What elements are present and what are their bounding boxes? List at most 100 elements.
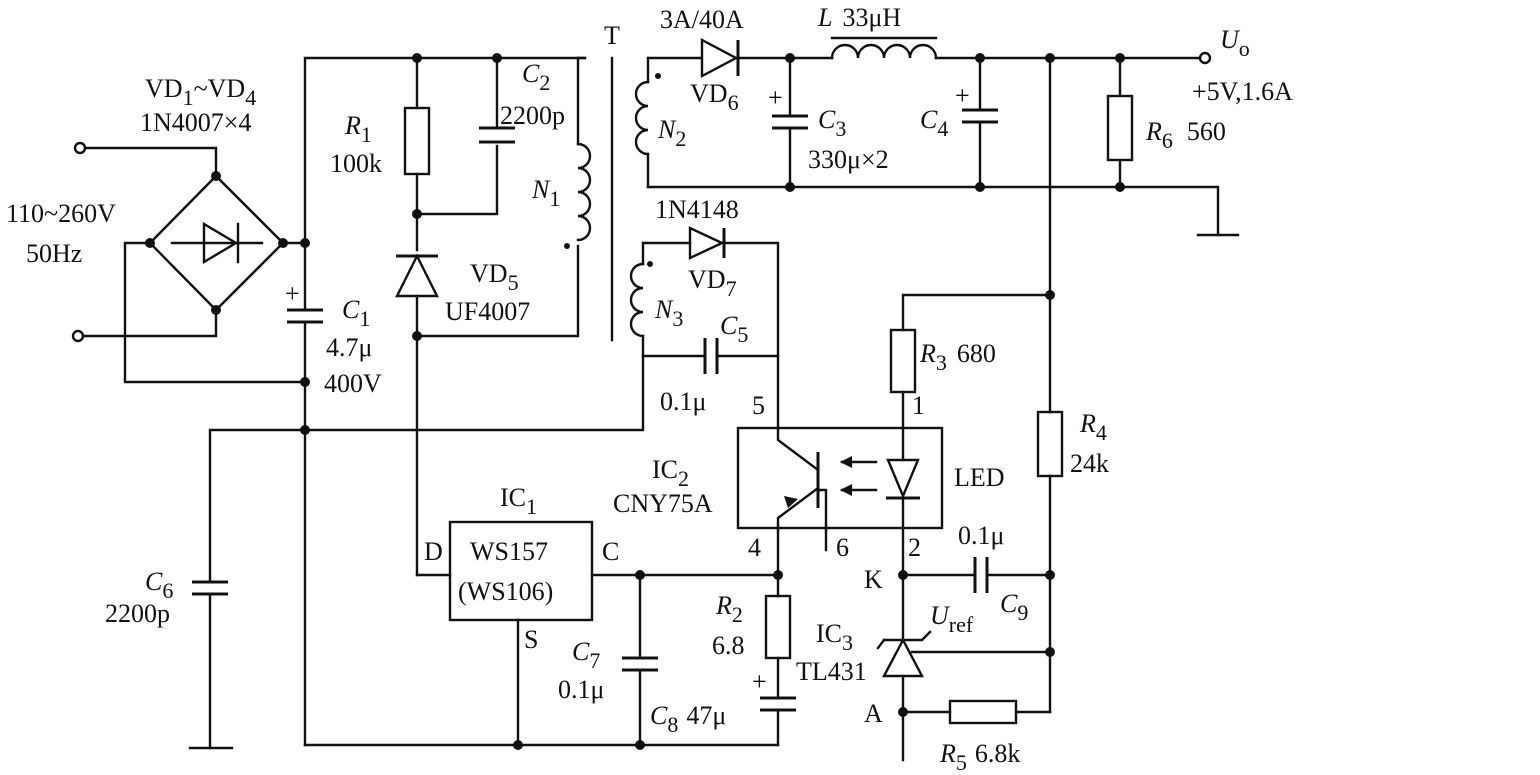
svg-text:Uo: Uo bbox=[1220, 25, 1250, 61]
svg-text:N1: N1 bbox=[531, 175, 560, 211]
r1-value: 100k bbox=[330, 149, 382, 178]
hv-rail: + C1 4.7μ 400V bbox=[285, 53, 587, 747]
svg-text:N3: N3 bbox=[654, 295, 683, 331]
ic1: IC1 WS157 (WS106) D C S bbox=[303, 483, 783, 750]
r6-resistor bbox=[1106, 94, 1134, 162]
c7-ref-sub: 7 bbox=[589, 648, 600, 673]
r1-ref: R bbox=[344, 111, 361, 140]
output-ref: U bbox=[1220, 25, 1241, 54]
ic1-ref-sub: 1 bbox=[526, 494, 537, 519]
c6-ref-sub: 6 bbox=[162, 578, 173, 603]
svg-text:R56.8k: R56.8k bbox=[939, 739, 1020, 775]
svg-text:VD7: VD7 bbox=[688, 265, 737, 301]
output-spec: +5V,1.6A bbox=[1192, 77, 1293, 106]
c2-value: 2200p bbox=[500, 101, 565, 130]
vd6-ref: VD bbox=[690, 79, 728, 108]
c8-plus: + bbox=[752, 667, 767, 696]
vd5-diode-symbol bbox=[395, 253, 439, 298]
svg-text:C2: C2 bbox=[522, 59, 550, 95]
r3-resistor bbox=[889, 328, 917, 394]
ic1-body bbox=[448, 520, 594, 622]
ic2-optocoupler: 5 1 4 6 2 LED IC2 CNY75A bbox=[613, 391, 1005, 577]
svg-text:C4: C4 bbox=[920, 105, 948, 141]
vd5-part: UF4007 bbox=[445, 297, 530, 326]
input-terminal-1[interactable] bbox=[73, 141, 87, 155]
svg-text:R2: R2 bbox=[715, 591, 743, 627]
c1-voltage: 400V bbox=[324, 369, 382, 398]
bridge-tilde: ~VD bbox=[194, 74, 246, 103]
inductor-coil bbox=[830, 43, 938, 60]
c7-group: C7 0.1μ bbox=[558, 573, 658, 747]
r4-resistor bbox=[1036, 410, 1064, 478]
ic2-pin2: 2 bbox=[908, 533, 921, 562]
c2-ref-sub: 2 bbox=[539, 70, 550, 95]
n3-winding bbox=[629, 262, 645, 338]
c4-plus: + bbox=[955, 81, 970, 110]
vd7-ref: VD bbox=[688, 265, 726, 294]
c7-ref: C bbox=[572, 637, 590, 666]
r4-ref: R bbox=[1079, 409, 1096, 438]
bridge-ref: VD bbox=[145, 74, 183, 103]
tl431-symbol bbox=[882, 637, 924, 678]
ic2-pin6: 6 bbox=[836, 533, 849, 562]
ic3-ref-sub: 3 bbox=[842, 630, 853, 655]
uref-ref-sub: ref bbox=[949, 612, 974, 637]
ic1-alt: (WS106) bbox=[458, 577, 553, 606]
bridge-part-label: 1N4007×4 bbox=[140, 108, 251, 137]
inductor-value: 33μH bbox=[842, 3, 901, 32]
c6-group: C6 2200p bbox=[105, 428, 307, 750]
c5-value: 0.1μ bbox=[660, 387, 706, 416]
vd7-ref-sub: 7 bbox=[726, 276, 737, 301]
r3-value: 680 bbox=[957, 339, 996, 368]
vd5-ref: VD bbox=[470, 259, 508, 288]
input-terminal-2[interactable] bbox=[71, 329, 85, 343]
transformer-ref: T bbox=[604, 21, 620, 50]
c7-value: 0.1μ bbox=[558, 675, 604, 704]
output-terminal[interactable] bbox=[1198, 51, 1212, 65]
c5-ref: C bbox=[720, 311, 738, 340]
c4-ref: C bbox=[920, 105, 938, 134]
r1-resistor bbox=[403, 106, 431, 176]
r2-value: 6.8 bbox=[712, 631, 745, 660]
svg-text:N2: N2 bbox=[657, 115, 686, 151]
svg-text:IC1: IC1 bbox=[500, 483, 537, 519]
bridge-ref-sub2: 4 bbox=[245, 85, 256, 110]
n3-ref-sub: 3 bbox=[672, 306, 683, 331]
ac-input: 110~260V 50Hz bbox=[6, 141, 218, 343]
c6-value: 2200p bbox=[105, 599, 170, 628]
aux-supply: 1N4148 VD7 C5 0.1μ bbox=[303, 195, 780, 432]
n1-ref-sub: 1 bbox=[549, 186, 560, 211]
r5-resistor bbox=[948, 699, 1018, 725]
r4-ref-sub: 4 bbox=[1096, 420, 1107, 445]
c5-ref-sub: 5 bbox=[737, 322, 748, 347]
source-voltage-label: 110~260V bbox=[6, 199, 116, 228]
vd5-ref-sub: 5 bbox=[508, 270, 519, 295]
ic3-ref: IC bbox=[816, 619, 842, 648]
c8-ref: C bbox=[650, 701, 668, 730]
svg-text:C6: C6 bbox=[145, 567, 173, 603]
c9-value: 0.1μ bbox=[958, 521, 1004, 550]
ic1-pin-c: C bbox=[602, 537, 619, 566]
vd6-diode-symbol bbox=[700, 38, 739, 78]
ic2-pin4: 4 bbox=[748, 533, 761, 562]
output-ref-sub: o bbox=[1239, 36, 1250, 61]
c9-ref-sub: 9 bbox=[1017, 600, 1028, 625]
bridge-diode-symbol bbox=[202, 221, 239, 265]
snubber: R 1 100k C2 2200p VD5 UF4007 bbox=[330, 56, 580, 577]
c3-ref: C bbox=[818, 105, 836, 134]
ic3-a-label: A bbox=[864, 699, 883, 728]
ic2-pin5: 5 bbox=[752, 391, 765, 420]
ic1-part: WS157 bbox=[470, 537, 548, 566]
ic2-led-label: LED bbox=[954, 463, 1005, 492]
ic2-pin1: 1 bbox=[912, 391, 925, 420]
ic2-ref: IC bbox=[652, 455, 678, 484]
c9-ref: C bbox=[1000, 589, 1018, 618]
